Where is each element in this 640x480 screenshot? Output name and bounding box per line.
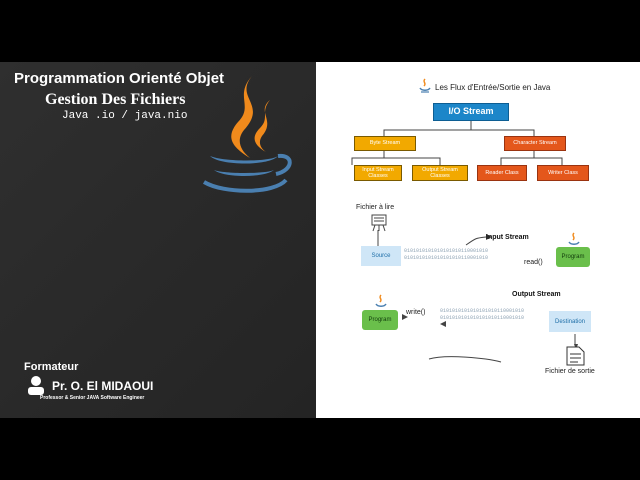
diagram-panel: Les Flux d'Entrée/Sortie en Java I/O Str… — [316, 62, 640, 418]
file-to-read-icon — [371, 214, 387, 232]
java-program-icon — [568, 232, 580, 245]
java-program-icon — [375, 294, 387, 307]
java-small-icon — [419, 78, 431, 93]
java-logo-icon — [202, 76, 292, 193]
input-bits-top: 0101010101010101010110001010 — [404, 248, 489, 254]
diagram-title: Les Flux d'Entrée/Sortie en Java — [435, 83, 551, 92]
trainer-name: Pr. O. El MIDAOUI — [52, 379, 154, 393]
character-stream-node: Character Stream — [504, 136, 566, 151]
io-stream-node: I/O Stream — [433, 103, 509, 121]
read-label: read() — [524, 259, 543, 266]
destination-node: Destination — [549, 311, 591, 332]
input-program-node: Program — [556, 247, 590, 267]
output-program-node: Program — [362, 310, 398, 330]
source-node: Source — [361, 246, 401, 266]
output-file-label: Fichier de sortie — [545, 368, 595, 375]
input-stream-label: Input Stream — [486, 234, 529, 241]
file-to-read-label: Fichier à lire — [356, 204, 395, 211]
course-packages: Java .io / java.nio — [62, 110, 188, 122]
trainer-heading: Formateur — [24, 361, 79, 373]
trainer-avatar-icon — [28, 376, 44, 395]
output-stream-classes-node: Output Stream Classes — [412, 165, 468, 181]
course-subtitle: Gestion Des Fichiers — [45, 91, 186, 108]
title-panel: Programmation Orienté Objet Gestion Des … — [0, 62, 316, 418]
course-title: Programmation Orienté Objet — [14, 70, 225, 87]
input-bits-bottom: 0101010101010101010110001010 — [404, 255, 489, 261]
writer-class-node: Writer Class — [537, 165, 589, 181]
write-label: write() — [406, 309, 426, 316]
input-stream-classes-node: Input Stream Classes — [354, 165, 402, 181]
reader-class-node: Reader Class — [477, 165, 527, 181]
output-stream-label: Output Stream — [512, 291, 561, 298]
output-file-icon — [566, 346, 585, 366]
output-bits-top: 0101010101010101010110001010 — [440, 308, 525, 314]
trainer-role: Professor & Senior JAVA Software Enginee… — [40, 395, 145, 401]
hierarchy-connectors — [351, 121, 578, 363]
byte-stream-node: Byte Stream — [354, 136, 416, 151]
output-bits-bottom: 0101010101010101010110001010 — [440, 315, 525, 321]
